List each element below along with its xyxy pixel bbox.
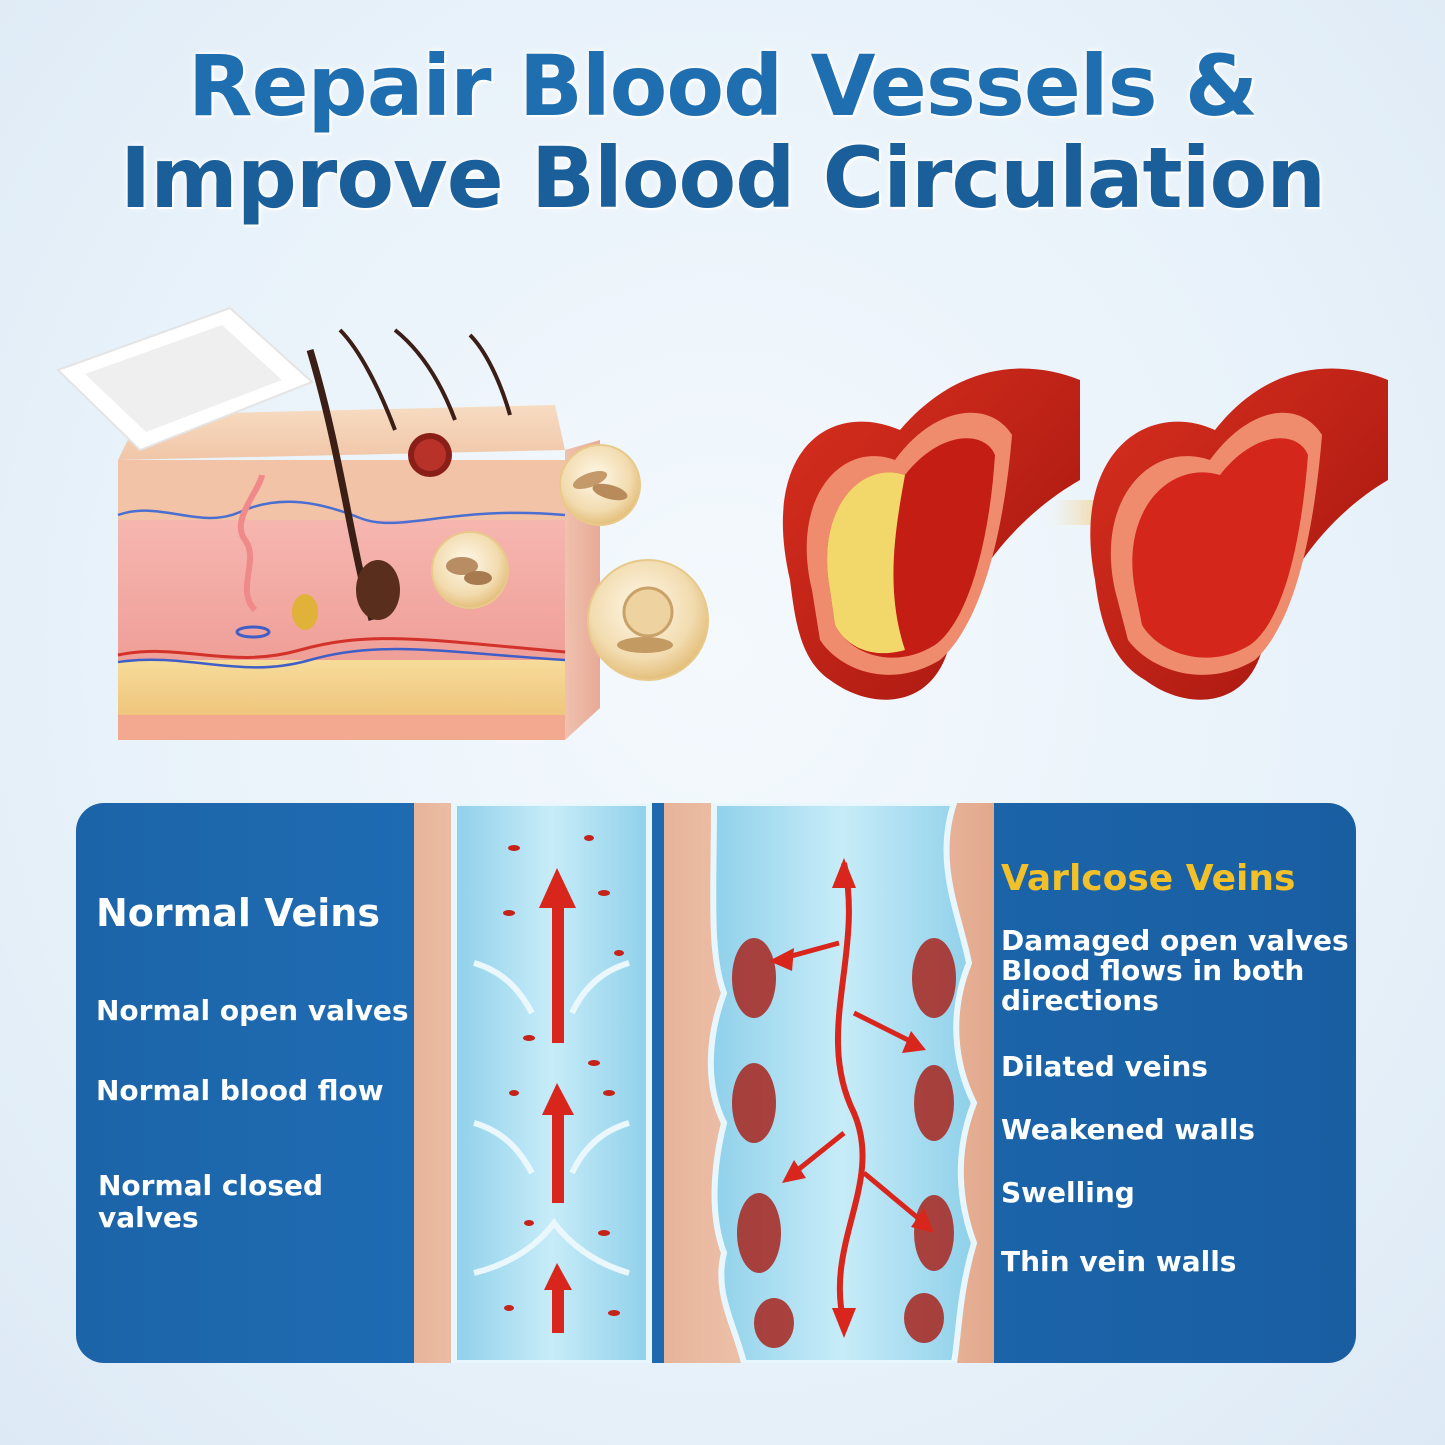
arrow-down-icon [832, 1308, 856, 1338]
arrow-left-icon [782, 1160, 806, 1183]
normal-item-blood-flow: Normal blood flow [96, 1074, 384, 1107]
normal-vein [451, 803, 652, 1363]
artery-healthy [1090, 368, 1388, 700]
title-line-1: Repair Blood Vessels & [187, 37, 1258, 135]
artery-clogged [782, 368, 1080, 700]
arrow-up-icon [544, 1263, 572, 1333]
title-line-2: Improve Blood Circulation [119, 129, 1326, 227]
herb-bubble-3 [587, 559, 709, 681]
herb-bubble-2 [431, 531, 509, 609]
varicose-item-weakened: Weakened walls [1001, 1113, 1255, 1146]
patch-image [56, 306, 314, 452]
illustration-area [56, 306, 1388, 740]
normal-veins-heading: Normal Veins [96, 891, 380, 935]
varicose-item-swelling: Swelling [1001, 1176, 1135, 1209]
vein-illustration [414, 803, 994, 1363]
varicose-veins-heading: Varlcose Veins [1001, 858, 1296, 899]
arrow-left-icon [769, 948, 794, 971]
varicose-item-both-directions: Blood flows in both [1001, 954, 1305, 987]
normal-item-closed-valves-2: valves [98, 1201, 199, 1234]
page-title: Repair Blood Vessels & Improve Blood Cir… [0, 40, 1445, 224]
varicose-vein [707, 803, 978, 1363]
varicose-item-damaged-valves: Damaged open valves [1001, 924, 1349, 957]
arrow-up-icon [542, 1083, 574, 1203]
arrow-right-icon [902, 1031, 926, 1053]
varicose-item-dilated: Dilated veins [1001, 1050, 1208, 1083]
arrow-up-icon [539, 868, 576, 1043]
normal-item-open-valves: Normal open valves [96, 994, 409, 1027]
arrow-right-icon [911, 1208, 934, 1233]
herb-bubble-1 [559, 444, 641, 526]
varicose-item-directions: directions [1001, 984, 1159, 1017]
arrow-up-icon [832, 858, 856, 888]
normal-item-closed-valves: Normal closed [98, 1169, 324, 1202]
vein-comparison-panel: Normal Veins Normal open valves Normal b… [76, 803, 1356, 1363]
varicose-item-thin-walls: Thin vein walls [1001, 1245, 1237, 1278]
